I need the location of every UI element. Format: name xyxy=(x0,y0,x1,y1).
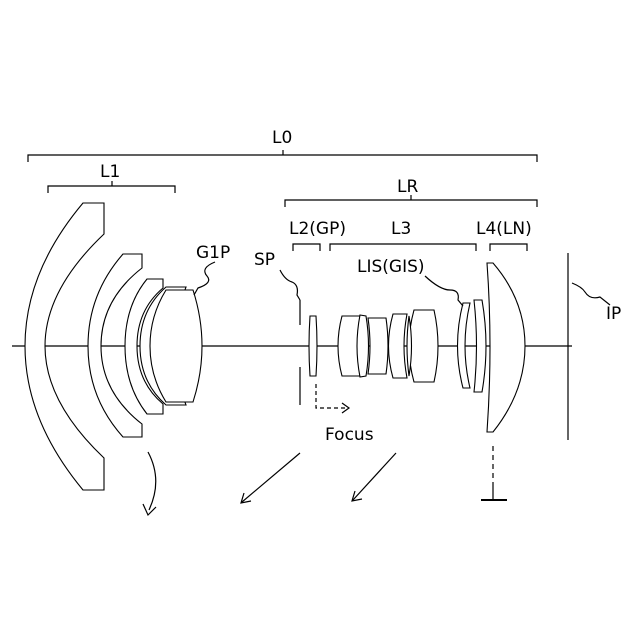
lens-l4 xyxy=(487,263,525,432)
arrow-l3-movement xyxy=(352,453,396,501)
arrow-l2-movement xyxy=(241,453,300,503)
label-ip: IP xyxy=(606,304,621,324)
bracket-l2 xyxy=(293,244,320,251)
bracket-l3 xyxy=(330,244,476,251)
label-lis: LIS(GIS) xyxy=(357,257,425,277)
label-focus: Focus xyxy=(325,425,374,445)
label-g1p: G1P xyxy=(196,243,230,263)
label-l0: L0 xyxy=(272,128,292,148)
leader-lis xyxy=(425,276,463,306)
label-l4: L4(LN) xyxy=(476,219,532,239)
leader-sp xyxy=(280,270,300,300)
l4-fixed-marker xyxy=(481,446,507,500)
label-lr: LR xyxy=(397,177,418,197)
arrow-l1-movement xyxy=(143,452,156,515)
label-l2: L2(GP) xyxy=(289,219,346,239)
bracket-l0 xyxy=(28,150,537,162)
label-sp: SP xyxy=(254,250,275,270)
bracket-l1 xyxy=(48,181,175,193)
bracket-l4 xyxy=(490,244,527,251)
focus-arrow xyxy=(316,384,349,413)
label-l3: L3 xyxy=(391,219,411,239)
leader-g1p xyxy=(194,262,215,295)
lens-l2 xyxy=(309,316,317,376)
lens-group-l3 xyxy=(338,300,486,392)
leader-ip xyxy=(572,283,610,305)
label-l1: L1 xyxy=(100,162,120,182)
